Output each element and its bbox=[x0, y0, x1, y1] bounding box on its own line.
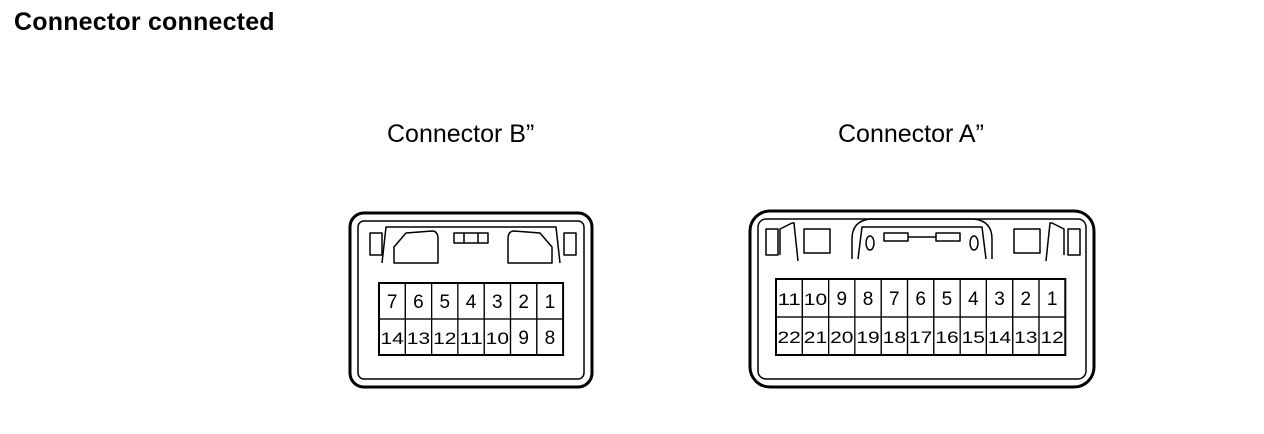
connector-b-pin-label: 6 bbox=[413, 292, 424, 313]
connector-b-inner-shell bbox=[357, 220, 585, 380]
connector-a-pin-label: 3 bbox=[994, 289, 1005, 310]
connector-b-pin-label: 14 bbox=[381, 329, 404, 348]
connector-b-pin-label: 5 bbox=[439, 292, 450, 313]
connector-b-pin-label: 9 bbox=[518, 328, 529, 349]
connector-a-pin-label: 16 bbox=[935, 328, 958, 347]
connector-a-pin-label: 13 bbox=[1014, 328, 1037, 347]
page-title: Connector connected bbox=[14, 8, 275, 36]
connector-b-outer-shell bbox=[348, 211, 594, 389]
connector-a-pin-label: 18 bbox=[883, 328, 906, 347]
connector-b-terminal-cell bbox=[536, 318, 564, 356]
connector-b-pin-label: 1 bbox=[545, 292, 556, 313]
connector-a-pin-label: 17 bbox=[909, 328, 932, 347]
connector-b-lock-tab bbox=[453, 232, 489, 244]
connector-a-pin-label: 14 bbox=[988, 328, 1011, 347]
connector-a-pin-label: 12 bbox=[1041, 328, 1064, 347]
connector-a-lock-housing bbox=[851, 218, 993, 259]
connector-b-pin-label: 2 bbox=[518, 292, 529, 313]
connector-b-left-latch bbox=[393, 230, 439, 264]
connector-a-pin-label: 10 bbox=[804, 290, 827, 309]
connector-a-pin-label: 4 bbox=[968, 289, 979, 310]
connector-a-left-rib bbox=[779, 222, 799, 262]
connector-a-label: Connector A” bbox=[838, 120, 984, 148]
connector-a-pin-label: 15 bbox=[962, 328, 985, 347]
connector-a-pin-label: 9 bbox=[836, 289, 847, 310]
connector-a-right-rib bbox=[1045, 222, 1065, 262]
connector-a-pin-label: 5 bbox=[942, 289, 953, 310]
connector-b-right-latch bbox=[507, 230, 553, 264]
connector-a-pin-label: 6 bbox=[915, 289, 926, 310]
connector-a-left-hole bbox=[865, 235, 875, 251]
connector-a-left-tab bbox=[883, 232, 909, 242]
connector-a-pin-label: 7 bbox=[889, 289, 900, 310]
connector-a-pin-label: 8 bbox=[863, 289, 874, 310]
connector-a-left-block bbox=[803, 228, 831, 254]
connector-b-pin-label: 12 bbox=[433, 329, 456, 348]
connector-a-pin-label: 2 bbox=[1021, 289, 1032, 310]
connector-a-pin-label: 19 bbox=[856, 328, 879, 347]
connector-b-pin-label: 10 bbox=[486, 329, 509, 348]
connector-b-right-notch bbox=[563, 232, 577, 256]
connector-b-label: Connector B” bbox=[387, 120, 535, 148]
connector-a-left-notch bbox=[765, 228, 779, 256]
connector-a-outer-shell bbox=[748, 209, 1096, 389]
connector-b-pin-label: 11 bbox=[459, 329, 482, 348]
connector-a-pin-label: 11 bbox=[778, 290, 801, 309]
connector-b-left-notch bbox=[369, 232, 383, 256]
connector-a-right-tab bbox=[935, 232, 961, 242]
connector-b-pin-label: 7 bbox=[387, 292, 398, 313]
connector-a-pin-label: 22 bbox=[778, 328, 801, 347]
connector-a-pin-label: 20 bbox=[830, 328, 853, 347]
connector-a-pin-label: 1 bbox=[1047, 289, 1058, 310]
connector-a-latch-frame bbox=[857, 226, 987, 260]
connector-a-right-hole bbox=[969, 235, 979, 251]
connector-b-pin-label: 13 bbox=[407, 329, 430, 348]
connector-b-lock-housing bbox=[381, 226, 561, 264]
connector-b-pin-label: 4 bbox=[466, 292, 477, 313]
connector-b-pin-label: 3 bbox=[492, 292, 503, 313]
connector-a-right-block bbox=[1013, 228, 1041, 254]
connector-a-terminal-cell bbox=[1038, 316, 1066, 356]
connector-a-pin-label: 21 bbox=[804, 328, 827, 347]
connector-a-right-notch bbox=[1067, 228, 1081, 256]
connector-b-pin-label: 8 bbox=[545, 328, 556, 349]
